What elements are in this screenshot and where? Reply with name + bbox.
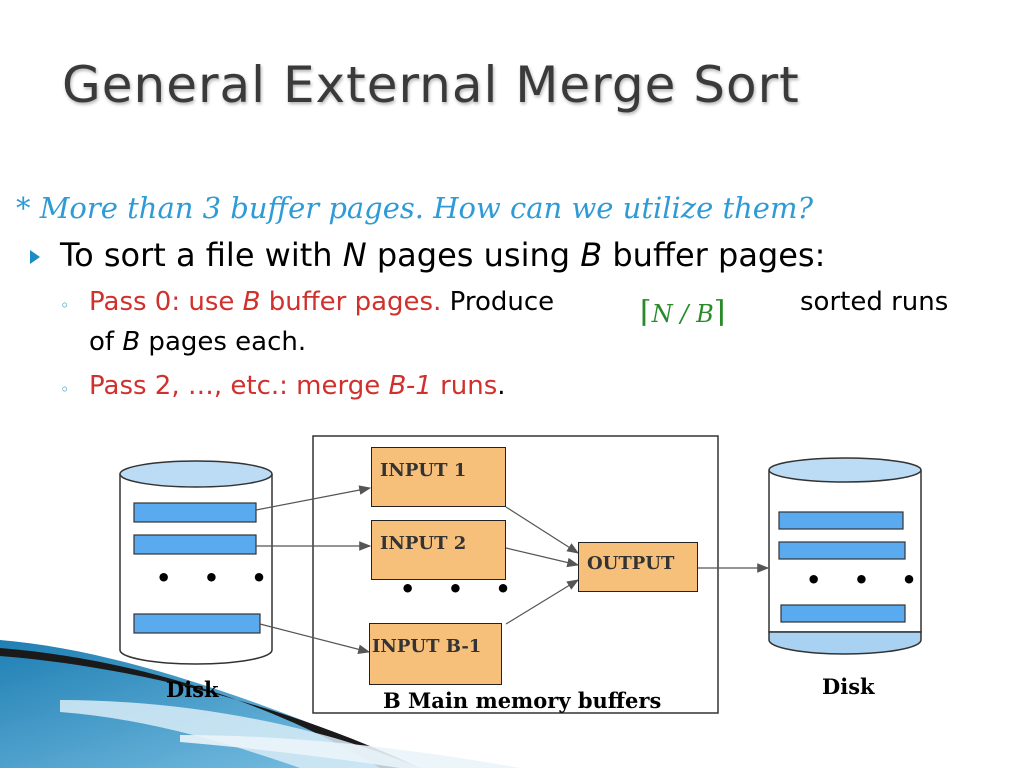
slide-title: General External Merge Sort: [62, 56, 800, 114]
disk-page: [133, 534, 257, 555]
pass0-sorted-runs: sorted runs: [800, 287, 949, 317]
memory-label: B Main memory buffers: [383, 688, 662, 713]
main-memory-box: [312, 435, 719, 714]
input-1-buffer: INPUT 1: [371, 447, 506, 507]
note-text: * More than 3 buffer pages. How can we u…: [16, 191, 814, 225]
right-disk-icon: [768, 457, 922, 655]
output-buffer: OUTPUT: [578, 542, 698, 592]
input-2-buffer: INPUT 2: [371, 520, 506, 580]
arrow: [505, 547, 580, 568]
pass0-line1: Pass 0: use B buffer pages. Produce: [89, 287, 555, 317]
arrow: [505, 506, 580, 554]
sub-bullet-marker-icon: ◦: [60, 380, 70, 399]
arrow: [505, 579, 580, 625]
disk-label-left: Disk: [166, 677, 219, 702]
sub-bullet-marker-icon: ◦: [60, 296, 70, 315]
pass0-line2: of B pages each.: [89, 327, 307, 357]
pass2-line: Pass 2, …, etc.: merge B-1 runs.: [89, 371, 506, 401]
ceil-formula: ⌈N / B⌉: [640, 295, 726, 330]
disk-page: [133, 502, 257, 523]
ellipsis-right-disk: • • •: [806, 566, 929, 594]
ellipsis-left-disk: • • •: [156, 564, 279, 592]
input-b-1-buffer: INPUT B-1: [369, 623, 502, 685]
ellipsis-inputs: • • •: [400, 575, 523, 603]
left-disk-icon: [119, 460, 273, 665]
disk-page: [780, 604, 906, 623]
disk-page: [778, 541, 906, 560]
main-bullet: To sort a file with N pages using B buff…: [60, 236, 826, 274]
disk-page: [778, 511, 904, 530]
disk-label-right: Disk: [822, 674, 875, 699]
bullet-arrow-icon: [30, 250, 40, 264]
arrow: [255, 485, 372, 511]
arrow: [259, 623, 371, 654]
disk-page: [133, 613, 261, 634]
